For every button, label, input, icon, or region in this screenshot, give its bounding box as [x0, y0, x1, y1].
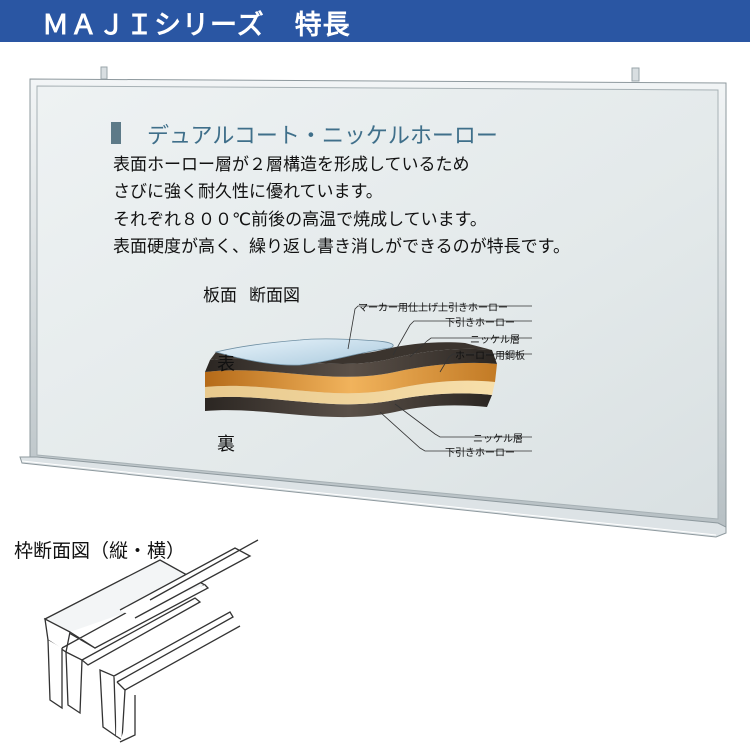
- cross-section-label-2: 断面図: [249, 286, 300, 306]
- layer-back-cream: [205, 380, 495, 405]
- back-label: 裏: [217, 434, 235, 455]
- callout-nickel: ニッケル層: [470, 335, 520, 346]
- header-title: ＭＡＪＩシリーズ特長: [42, 3, 351, 42]
- callout-steel: ホーロー用鋼板: [455, 351, 525, 362]
- feature-line: 表面ホーロー層が２層構造を形成しているため: [113, 155, 470, 175]
- cross-section-label: 板面: [203, 286, 237, 306]
- cross-section-title: 板面断面図: [203, 281, 300, 306]
- cross-section-diagram: [205, 338, 497, 418]
- callout-undercoat-back: 下引きホーロー: [445, 448, 515, 459]
- layer-steel: [205, 362, 497, 394]
- heading-marker: [111, 122, 121, 144]
- layer-back-dark: [205, 393, 492, 418]
- feature-line: 表面硬度が高く、繰り返し書き消しができるのが特長です。: [113, 237, 570, 257]
- hanger-hooks: [100, 66, 640, 82]
- feature-heading: デュアルコート・ニッケルホーロー: [147, 124, 498, 149]
- callout-leaders: [347, 305, 532, 452]
- series-name: ＭＡＪＩシリーズ: [42, 10, 265, 41]
- features-label: 特長: [294, 10, 351, 41]
- layer-nickel: [205, 348, 497, 377]
- front-label: 表: [217, 354, 235, 375]
- frame-profile-drawing: [43, 539, 259, 743]
- frame-section-title: 枠断面図（縦・横）: [14, 540, 186, 562]
- callout-nickel-back: ニッケル層: [473, 434, 523, 445]
- callout-undercoat: 下引きホーロー: [445, 318, 515, 329]
- callout-marker-finish: マーカー用仕上げ上引きホーロー: [358, 303, 508, 314]
- feature-line: それぞれ８００℃前後の高温で焼成しています。: [113, 210, 487, 230]
- feature-line: さびに強く耐久性に優れています。: [113, 182, 383, 202]
- header-bar: ＭＡＪＩシリーズ特長: [0, 0, 750, 42]
